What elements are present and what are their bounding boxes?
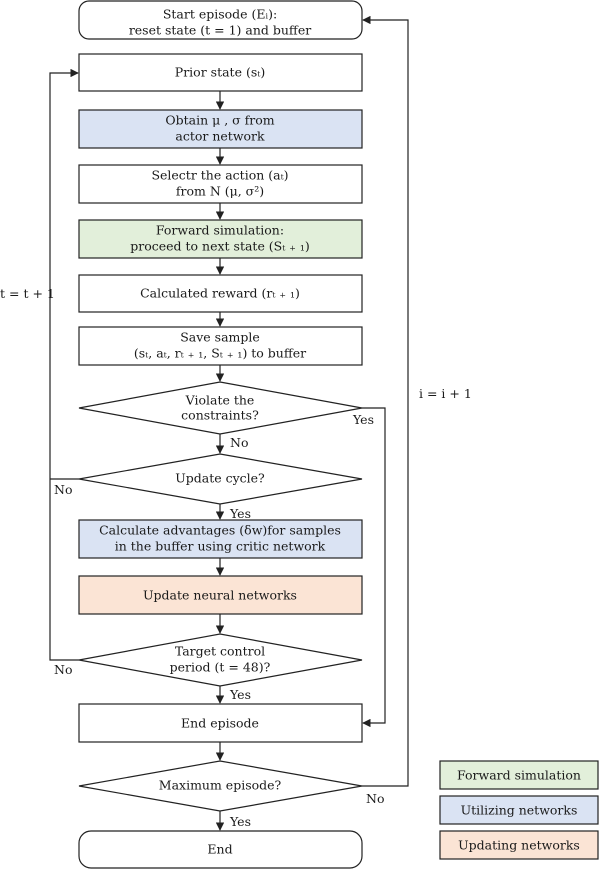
select-action-line1: Selectr the action (aₜ) <box>151 168 288 183</box>
arrow-target-no-loop <box>49 68 79 661</box>
start-node-line2: reset state (t = 1) and buffer <box>129 23 311 38</box>
legend-forward-swatch <box>439 760 599 790</box>
prior-state-line1: Prior state (sₜ) <box>175 65 265 80</box>
advantages-line2: in the buffer using critic network <box>115 539 326 554</box>
select-action-node <box>78 164 363 204</box>
forward-sim-line2: proceed to next state (Sₜ ₊ ₁) <box>130 239 310 254</box>
obtain-node <box>78 109 363 149</box>
label-update-cycle-yes: Yes <box>229 506 251 521</box>
advantages-line1: Calculate advantages (δw)for samples <box>99 523 341 538</box>
obtain-line2: actor network <box>175 129 265 144</box>
update-cycle-line1: Update cycle? <box>175 471 265 486</box>
end-episode-node <box>78 703 363 743</box>
label-update-cycle-no: No <box>54 482 72 497</box>
reward-line1: Calculated reward (rₜ ₊ ₁) <box>140 286 300 301</box>
start-node-line1: Start episode (Eᵢ): <box>163 7 277 22</box>
legend-utilizing-swatch <box>439 795 599 825</box>
violate-line2: constraints? <box>181 408 259 423</box>
prior-state-node <box>78 53 363 92</box>
end-episode-line1: End episode <box>181 716 259 731</box>
target-line1: Target control <box>175 644 265 659</box>
max-episode-line1: Maximum episode? <box>159 778 282 793</box>
label-i-increment: i = i + 1 <box>419 386 472 401</box>
target-line2: period (t = 48)? <box>170 660 271 675</box>
advantages-node <box>78 519 363 559</box>
legend-updating-swatch <box>439 830 599 860</box>
label-target-no: No <box>54 662 72 677</box>
save-sample-line2: (sₜ, aₜ, rₜ ₊ ₁, Sₜ ₊ ₁) to buffer <box>134 346 306 361</box>
end-line1: End <box>207 842 232 857</box>
legend-forward-label: Forward simulation <box>457 768 581 783</box>
arrow-max-no-loop <box>362 15 409 787</box>
legend: Forward simulation Utilizing networks Up… <box>439 760 599 860</box>
label-violate-yes: Yes <box>352 412 374 427</box>
save-sample-line1: Save sample <box>180 330 260 345</box>
end-node <box>78 830 363 869</box>
update-nn-node <box>78 575 363 615</box>
label-max-yes: Yes <box>229 814 251 829</box>
violate-line1: Violate the <box>185 393 255 408</box>
label-t-increment: t = t + 1 <box>0 286 55 301</box>
update-nn-line1: Update neural networks <box>143 588 297 603</box>
obtain-line1: Obtain μ , σ from <box>165 113 274 128</box>
label-target-yes: Yes <box>229 687 251 702</box>
legend-utilizing-label: Utilizing networks <box>461 803 578 818</box>
label-violate-no: No <box>230 435 248 450</box>
label-max-no: No <box>366 791 384 806</box>
legend-updating-label: Updating networks <box>458 838 580 853</box>
start-node <box>78 0 363 40</box>
forward-sim-line1: Forward simulation: <box>156 223 284 238</box>
select-action-line2: from N (μ, σ²) <box>176 184 264 199</box>
arrow-violate-yes <box>362 407 386 728</box>
